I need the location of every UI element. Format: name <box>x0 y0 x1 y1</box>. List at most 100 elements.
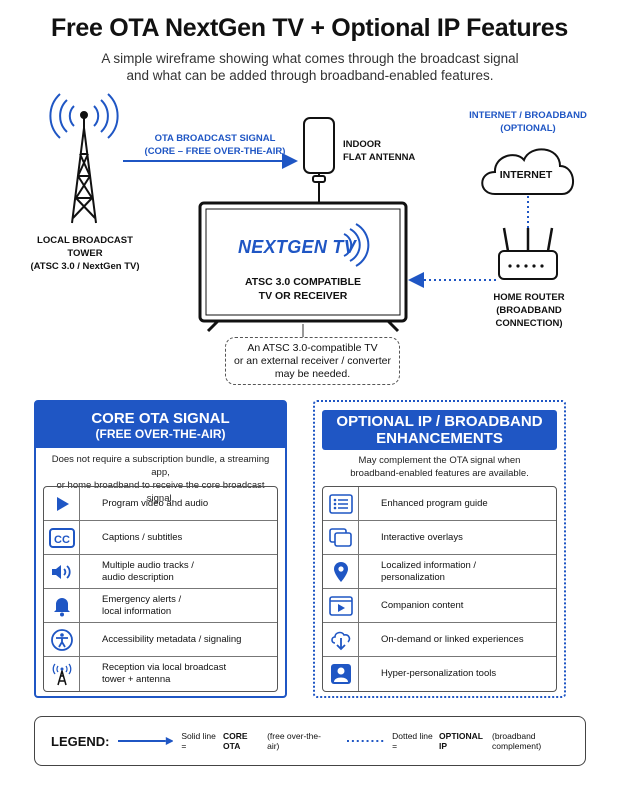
ota-signal-label-line-2: (CORE – FREE OVER-THE-AIR) <box>144 146 286 157</box>
tv-label-line-2: TV OR RECEIVER <box>258 290 348 302</box>
antenna-label-line-2: FLAT ANTENNA <box>343 152 416 163</box>
internet-label: INTERNET / BROADBAND (OPTIONAL) <box>468 109 588 135</box>
ota-signal-label: OTA BROADCAST SIGNAL (CORE – FREE OVER-T… <box>140 132 290 158</box>
diagram-graphics <box>49 93 574 337</box>
tv-label: ATSC 3.0 COMPATIBLE TV OR RECEIVER <box>223 275 383 303</box>
list-item: Enhanced program guide <box>323 487 556 521</box>
system-diagram: LOCAL BROADCAST TOWER (ATSC 3.0 / NextGe… <box>0 88 619 398</box>
tower-label-line-2: (ATSC 3.0 / NextGen TV) <box>30 261 140 272</box>
router-label-line-1: HOME ROUTER <box>493 292 565 303</box>
core-panel-title: CORE OTA SIGNAL <box>91 410 230 427</box>
list-item-label: Interactive overlays <box>381 531 463 543</box>
page-subtitle: A simple wireframe showing what comes th… <box>40 50 580 84</box>
router-label: HOME ROUTER (BROADBAND CONNECTION) <box>470 291 588 330</box>
subtitle-line-2: and what can be added through broadband-… <box>126 68 494 83</box>
legend-solid-bold: CORE OTA <box>223 731 248 751</box>
bell-icon <box>44 589 80 622</box>
list-item: Multiple audio tracks /audio description <box>44 555 277 589</box>
list-item-label: Emergency alerts /local information <box>102 593 182 617</box>
list-item: Localized information /personalization <box>323 555 556 589</box>
router-label-line-2: (BROADBAND CONNECTION) <box>495 305 563 329</box>
flat-antenna-icon <box>303 117 335 202</box>
ip-panel-title: OPTIONAL IP / BROADBAND <box>336 413 543 430</box>
tv-label-line-1: ATSC 3.0 COMPATIBLE <box>244 276 362 288</box>
list-item-label: Program video and audio <box>102 497 209 509</box>
note-line-2: or an external receiver / converter <box>234 355 391 367</box>
core-panel-subtitle: (FREE OVER-THE-AIR) <box>95 427 226 441</box>
cloud-download-icon <box>323 623 359 656</box>
internet-label-line-2: (OPTIONAL) <box>500 123 556 134</box>
list-item: Interactive overlays <box>323 521 556 555</box>
core-ota-panel: CORE OTA SIGNAL (FREE OVER-THE-AIR) Does… <box>34 400 287 698</box>
ip-panel-subtitle: ENHANCEMENTS <box>376 430 503 447</box>
list-item-label: Captions / subtitles <box>102 531 183 543</box>
accessibility-icon <box>44 623 80 656</box>
legend-solid: Solid line = CORE OTA (free over-the-air… <box>117 731 333 751</box>
tower-icon <box>44 657 80 691</box>
list-item-label: Localized information /personalization <box>381 559 477 583</box>
nextgen-tv-logo: NEXTGEN TV <box>238 237 357 257</box>
ip-panel-header: OPTIONAL IP / BROADBAND ENHANCEMENTS <box>322 410 557 450</box>
ip-desc-line-2: broadband-enabled features are available… <box>350 468 529 479</box>
dotted-line-icon <box>346 740 385 742</box>
list-item-label: Companion content <box>381 599 464 611</box>
legend-solid-suffix: (free over-the-air) <box>267 731 321 751</box>
legend-dotted-prefix: Dotted line = <box>392 731 433 751</box>
legend-solid-prefix: Solid line = <box>181 731 216 751</box>
subtitle-line-1: A simple wireframe showing what comes th… <box>101 51 519 66</box>
optional-ip-panel: OPTIONAL IP / BROADBAND ENHANCEMENTS May… <box>313 400 566 698</box>
note-line-1: An ATSC 3.0-compatible TV <box>247 342 378 354</box>
tower-label-line-1: LOCAL BROADCAST TOWER <box>37 235 133 259</box>
tower-waves-icon <box>49 93 119 139</box>
legend-dotted-suffix: (broadband complement) <box>492 731 542 751</box>
list-item-label: Hyper-personalization tools <box>381 668 497 679</box>
list-item: On-demand or linked experiences <box>323 623 556 657</box>
speaker-icon <box>44 555 80 588</box>
core-desc-line-1: Does not require a subscription bundle, … <box>51 454 270 478</box>
antenna-label: INDOOR FLAT ANTENNA <box>343 138 415 164</box>
broadcast-tower-icon <box>71 111 97 224</box>
legend-title: LEGEND: <box>51 733 110 749</box>
list-item: CC Captions / subtitles <box>44 521 277 555</box>
list-icon <box>323 487 359 520</box>
antenna-label-line-1: INDOOR <box>343 139 381 150</box>
legend: LEGEND: Solid line = CORE OTA (free over… <box>34 716 586 766</box>
companion-video-icon <box>323 589 359 622</box>
tv-icon <box>198 201 408 333</box>
ip-desc-line-1: May complement the OTA signal when <box>358 455 521 466</box>
legend-dotted: Dotted line = OPTIONAL IP (broadband com… <box>346 731 585 751</box>
list-item: Program video and audio <box>44 487 277 521</box>
list-item: Hyper-personalization tools <box>323 657 556 691</box>
list-item-label: On-demand or linked experiences <box>381 633 524 645</box>
internet-cloud-icon <box>481 148 574 195</box>
core-panel-description: Does not require a subscription bundle, … <box>36 453 285 505</box>
svg-text:CC: CC <box>54 534 70 546</box>
ip-feature-list: Enhanced program guide Interactive overl… <box>322 486 557 692</box>
tower-label: LOCAL BROADCAST TOWER (ATSC 3.0 / NextGe… <box>20 234 150 273</box>
legend-dotted-bold: OPTIONAL IP <box>439 731 483 751</box>
receiver-note: An ATSC 3.0-compatible TV or an external… <box>225 337 400 385</box>
list-item: Companion content <box>323 589 556 623</box>
page-title: Free OTA NextGen TV + Optional IP Featur… <box>51 14 568 42</box>
core-panel-header: CORE OTA SIGNAL (FREE OVER-THE-AIR) <box>36 402 285 448</box>
list-item-label: Enhanced program guide <box>381 497 488 509</box>
core-desc-line-2: or home broadband to receive the core br… <box>56 480 265 504</box>
list-item-label: Multiple audio tracks /audio description <box>102 559 194 583</box>
list-item-label: Accessibility metadata / signaling <box>102 633 242 645</box>
core-feature-list: Program video and audio CC Captions / su… <box>43 486 278 692</box>
user-icon <box>323 657 359 691</box>
cc-icon: CC <box>44 521 80 554</box>
note-line-3: may be needed. <box>274 368 351 380</box>
solid-line-icon <box>117 737 174 745</box>
nextgen-logo-waves-icon <box>343 223 370 267</box>
ip-panel-description: May complement the OTA signal when broad… <box>315 454 564 480</box>
overlay-icon <box>323 521 359 554</box>
list-item: Emergency alerts /local information <box>44 589 277 623</box>
location-icon <box>323 555 359 588</box>
ota-signal-label-line-1: OTA BROADCAST SIGNAL <box>154 133 276 144</box>
home-router-icon <box>498 227 558 280</box>
cloud-label: INTERNET <box>499 169 553 181</box>
play-icon <box>44 487 80 520</box>
